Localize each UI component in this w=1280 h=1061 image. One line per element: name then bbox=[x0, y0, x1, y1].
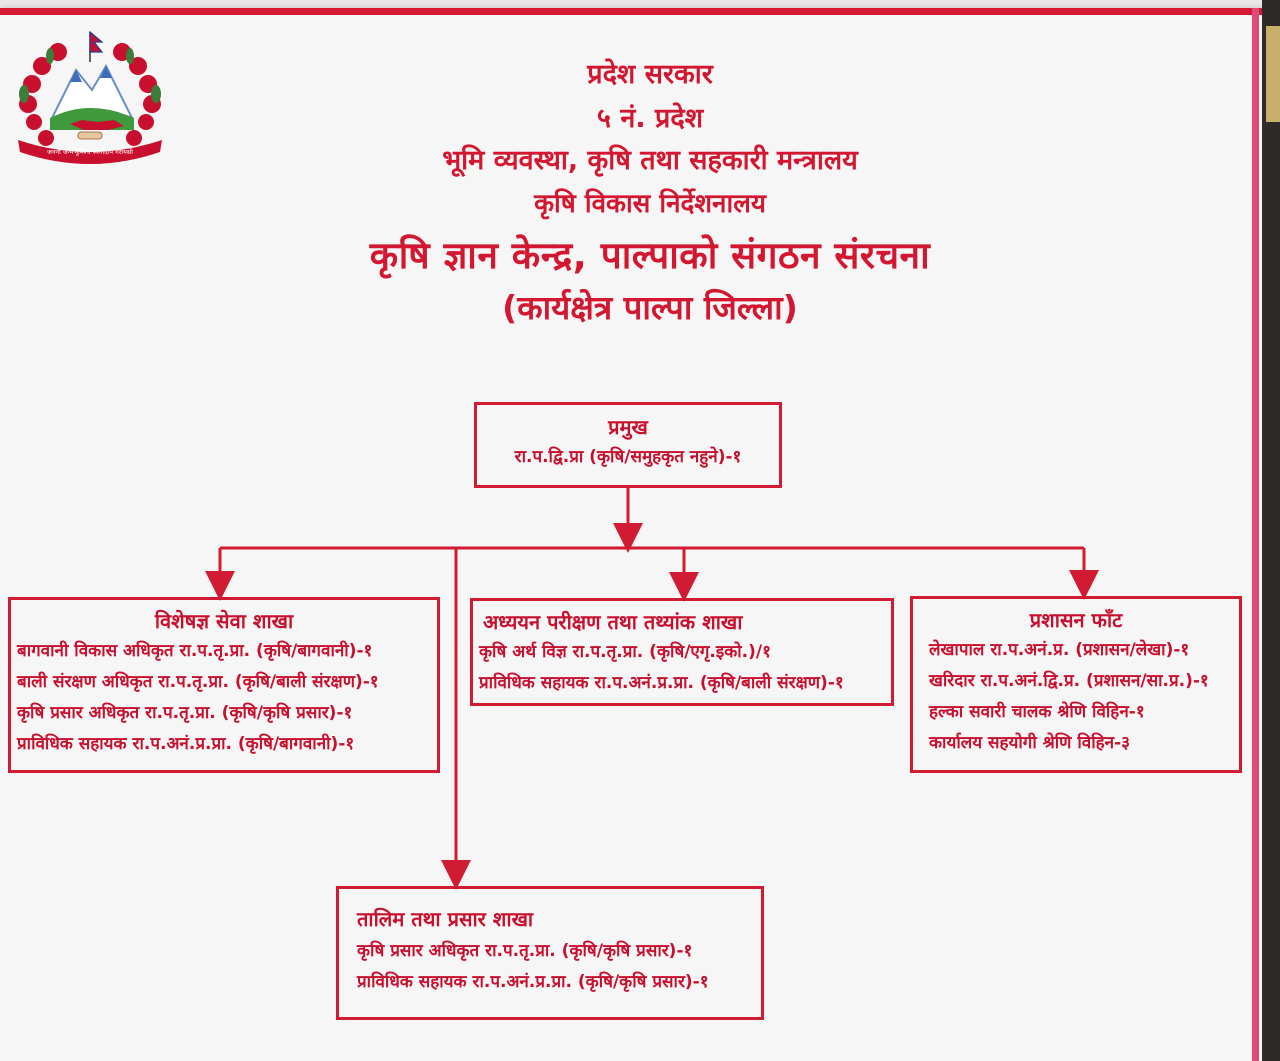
study-position: प्राविधिक सहायक रा.प.अनं.प्र.प्रा. (कृषि… bbox=[479, 673, 844, 693]
study-branch-title: अध्ययन परीक्षण तथा तथ्यांक शाखा bbox=[483, 610, 743, 634]
specialist-branch-title: विशेषज्ञ सेवा शाखा bbox=[154, 609, 294, 633]
background-object bbox=[1266, 26, 1280, 122]
study-position: कृषि अर्थ विज्ञ रा.प.तृ.प्रा. (कृषि/एगृ.… bbox=[479, 642, 771, 662]
right-border bbox=[1252, 8, 1259, 1061]
header-line-government: प्रदेश सरकार bbox=[587, 59, 713, 90]
specialist-position: बाली संरक्षण अधिकृत रा.प.तृ.प्रा. (कृषि/… bbox=[17, 672, 379, 692]
svg-text:जननी जन्मभूमिश्च स्वर्गादपि गर: जननी जन्मभूमिश्च स्वर्गादपि गरीयसी bbox=[47, 148, 133, 156]
training-position: प्राविधिक सहायक रा.प.अनं.प्र.प्रा. (कृषि… bbox=[357, 972, 709, 992]
admin-section-box: प्रशासन फाँट लेखापाल रा.प.अनं.प्र. (प्रश… bbox=[910, 596, 1242, 773]
specialist-position: बागवानी विकास अधिकृत रा.प.तृ.प्रा. (कृषि… bbox=[17, 641, 373, 661]
specialist-position: प्राविधिक सहायक रा.प.अनं.प्र.प्रा. (कृषि… bbox=[17, 734, 355, 754]
specialist-branch-box: विशेषज्ञ सेवा शाखा बागवानी विकास अधिकृत … bbox=[8, 597, 440, 773]
header-line-province: ५ नं. प्रदेश bbox=[596, 103, 704, 134]
training-branch-title: तालिम तथा प्रसार शाखा bbox=[357, 907, 534, 931]
chief-line: रा.प.द्वि.प्रा (कृषि/समुहकृत नहुने)-१ bbox=[514, 447, 742, 467]
specialist-position: कृषि प्रसार अधिकृत रा.प.तृ.प्रा. (कृषि/क… bbox=[17, 703, 353, 723]
admin-position: हल्का सवारी चालक श्रेणि विहिन-१ bbox=[929, 702, 1145, 722]
nepal-government-emblem-icon: जननी जन्मभूमिश्च स्वर्गादपि गरीयसी bbox=[18, 30, 162, 164]
training-position: कृषि प्रसार अधिकृत रा.प.तृ.प्रा. (कृषि/क… bbox=[357, 941, 693, 961]
chart-title: कृषि ज्ञान केन्द्र, पाल्पाको संगठन संरचन… bbox=[369, 234, 931, 277]
header-line-ministry: भूमि व्यवस्था, कृषि तथा सहकारी मन्त्रालय bbox=[442, 145, 858, 176]
header-line-directorate: कृषि विकास निर्देशनालय bbox=[534, 189, 766, 219]
admin-position: लेखापाल रा.प.अनं.प्र. (प्रशासन/लेखा)-१ bbox=[929, 640, 1190, 660]
chief-title: प्रमुख bbox=[608, 415, 648, 439]
study-branch-box: अध्ययन परीक्षण तथा तथ्यांक शाखा कृषि अर्… bbox=[470, 598, 894, 706]
admin-position: कार्यालय सहयोगी श्रेणि विहिन-३ bbox=[929, 733, 1130, 753]
chart-subtitle: (कार्यक्षेत्र पाल्पा जिल्ला) bbox=[502, 288, 798, 327]
chief-box: प्रमुख रा.प.द्वि.प्रा (कृषि/समुहकृत नहुन… bbox=[474, 402, 782, 488]
training-branch-box: तालिम तथा प्रसार शाखा कृषि प्रसार अधिकृत… bbox=[336, 886, 764, 1020]
top-border bbox=[0, 8, 1262, 15]
admin-section-title: प्रशासन फाँट bbox=[1029, 608, 1123, 632]
background-edge bbox=[1262, 0, 1280, 1061]
admin-position: खरिदार रा.प.अनं.द्वि.प्र. (प्रशासन/सा.प्… bbox=[929, 671, 1209, 691]
